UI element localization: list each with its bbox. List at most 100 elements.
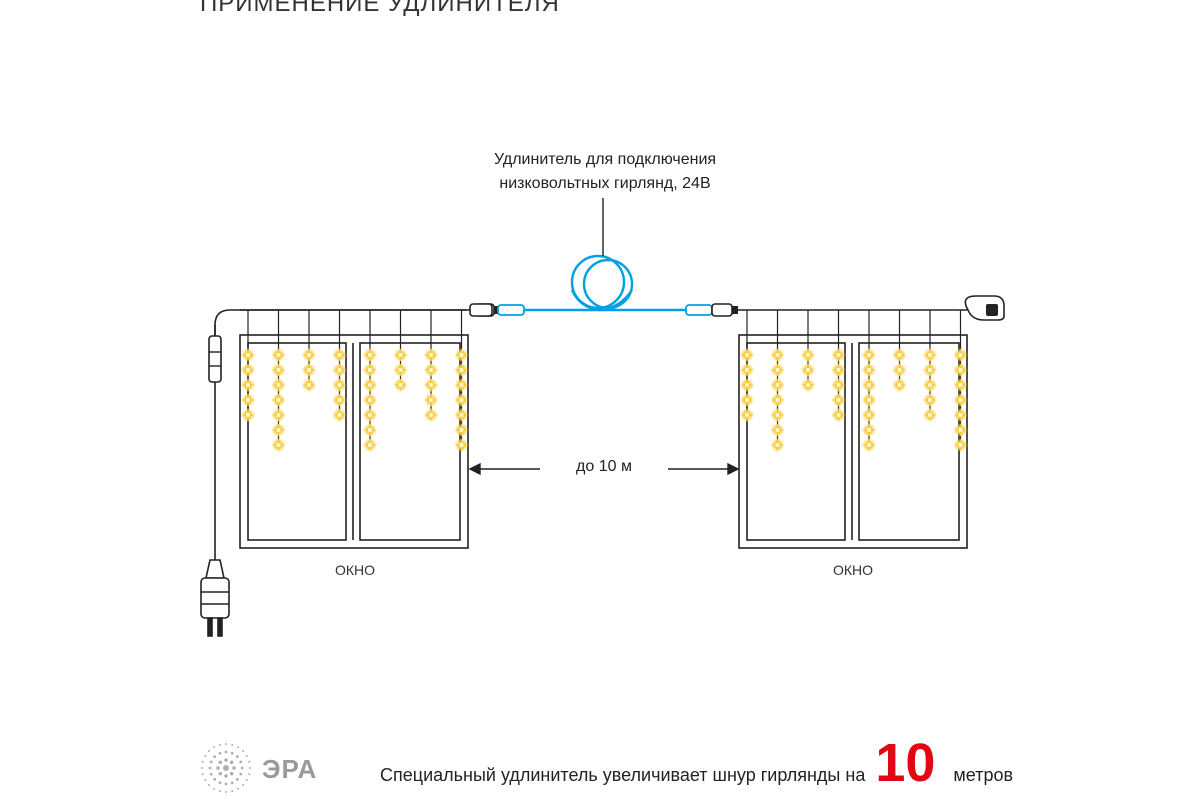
led-light [953,393,968,407]
garland-1-strands [241,310,469,452]
led-light [302,378,316,392]
led-light [953,363,968,377]
led-light [740,408,754,422]
led-light [271,393,286,407]
power-plug-icon [200,559,230,637]
led-light [241,393,255,407]
led-light [953,423,968,437]
led-light [424,393,438,407]
led-light [862,348,876,362]
power-cord [214,309,466,560]
led-light [740,348,754,362]
led-light [892,363,907,377]
footer-number: 10 [875,733,936,793]
led-light [862,423,876,437]
led-light [831,393,846,407]
led-light [831,348,846,362]
led-light [801,378,815,392]
led-light [393,378,408,392]
led-light [424,348,438,362]
led-light [363,363,377,377]
led-light [363,393,377,407]
footer-text-after: метров [953,765,1014,785]
led-light [801,348,815,362]
led-light [454,408,469,422]
led-light [801,363,815,377]
led-light [923,408,937,422]
led-light [302,363,316,377]
led-light [332,363,347,377]
led-light [271,408,286,422]
led-light [953,408,968,422]
led-light [862,393,876,407]
end-cap-icon [964,295,1005,321]
led-light [332,348,347,362]
led-light [241,348,255,362]
led-light [862,363,876,377]
led-light [740,378,754,392]
led-light [831,408,846,422]
led-light [363,408,377,422]
extension-callout: Удлинитель для подключения низковольтных… [460,148,750,196]
window-1-left-pane [247,342,347,541]
led-light [892,378,907,392]
led-light [363,438,377,452]
cable-coil [570,254,626,310]
led-light [770,438,785,452]
led-light [770,423,785,437]
led-light [770,393,785,407]
led-light [241,408,255,422]
window-label-2: ОКНО [832,562,874,578]
led-light [740,363,754,377]
led-light [454,378,469,392]
led-light [770,378,785,392]
led-light [831,363,846,377]
window-label-1: ОКНО [334,562,376,578]
led-light [454,438,469,452]
led-light [363,423,377,437]
led-light [271,348,286,362]
extension-cable [475,254,738,317]
led-light [332,378,347,392]
led-light [424,363,438,377]
led-light [953,348,968,362]
window-2-frame [738,334,968,549]
led-light [454,423,469,437]
era-logo-dots-icon [201,743,251,793]
led-light [241,378,255,392]
led-light [454,348,469,362]
window-2-left-pane [746,342,846,541]
window-1-frame [239,334,469,549]
led-light [770,348,785,362]
led-light [302,348,316,362]
led-light [770,408,785,422]
connector-1-left [469,303,493,317]
led-light [892,348,907,362]
cord-inline-connector [208,335,222,383]
led-light [923,348,937,362]
led-light [923,393,937,407]
callout-line-2: низковольтных гирлянд, 24В [499,175,711,192]
page-title: ПРИМЕНЕНИЕ УДЛИНИТЕЛЯ [200,0,560,17]
led-light [862,438,876,452]
footer-note: Специальный удлинитель увеличивает шнур … [380,736,1013,790]
led-light [424,378,438,392]
led-light [271,438,286,452]
led-light [363,348,377,362]
led-light [271,423,286,437]
led-light [393,348,408,362]
led-light [862,378,876,392]
logo-text: ЭРА [262,754,318,784]
led-light [363,378,377,392]
footer-text-before: Специальный удлинитель увеличивает шнур … [380,765,866,785]
led-light [953,438,968,452]
led-light [923,378,937,392]
led-light [454,363,469,377]
led-light [241,363,255,377]
garland-2-strands [740,310,968,452]
led-light [271,363,286,377]
led-light [770,363,785,377]
led-light [740,393,754,407]
led-light [424,408,438,422]
